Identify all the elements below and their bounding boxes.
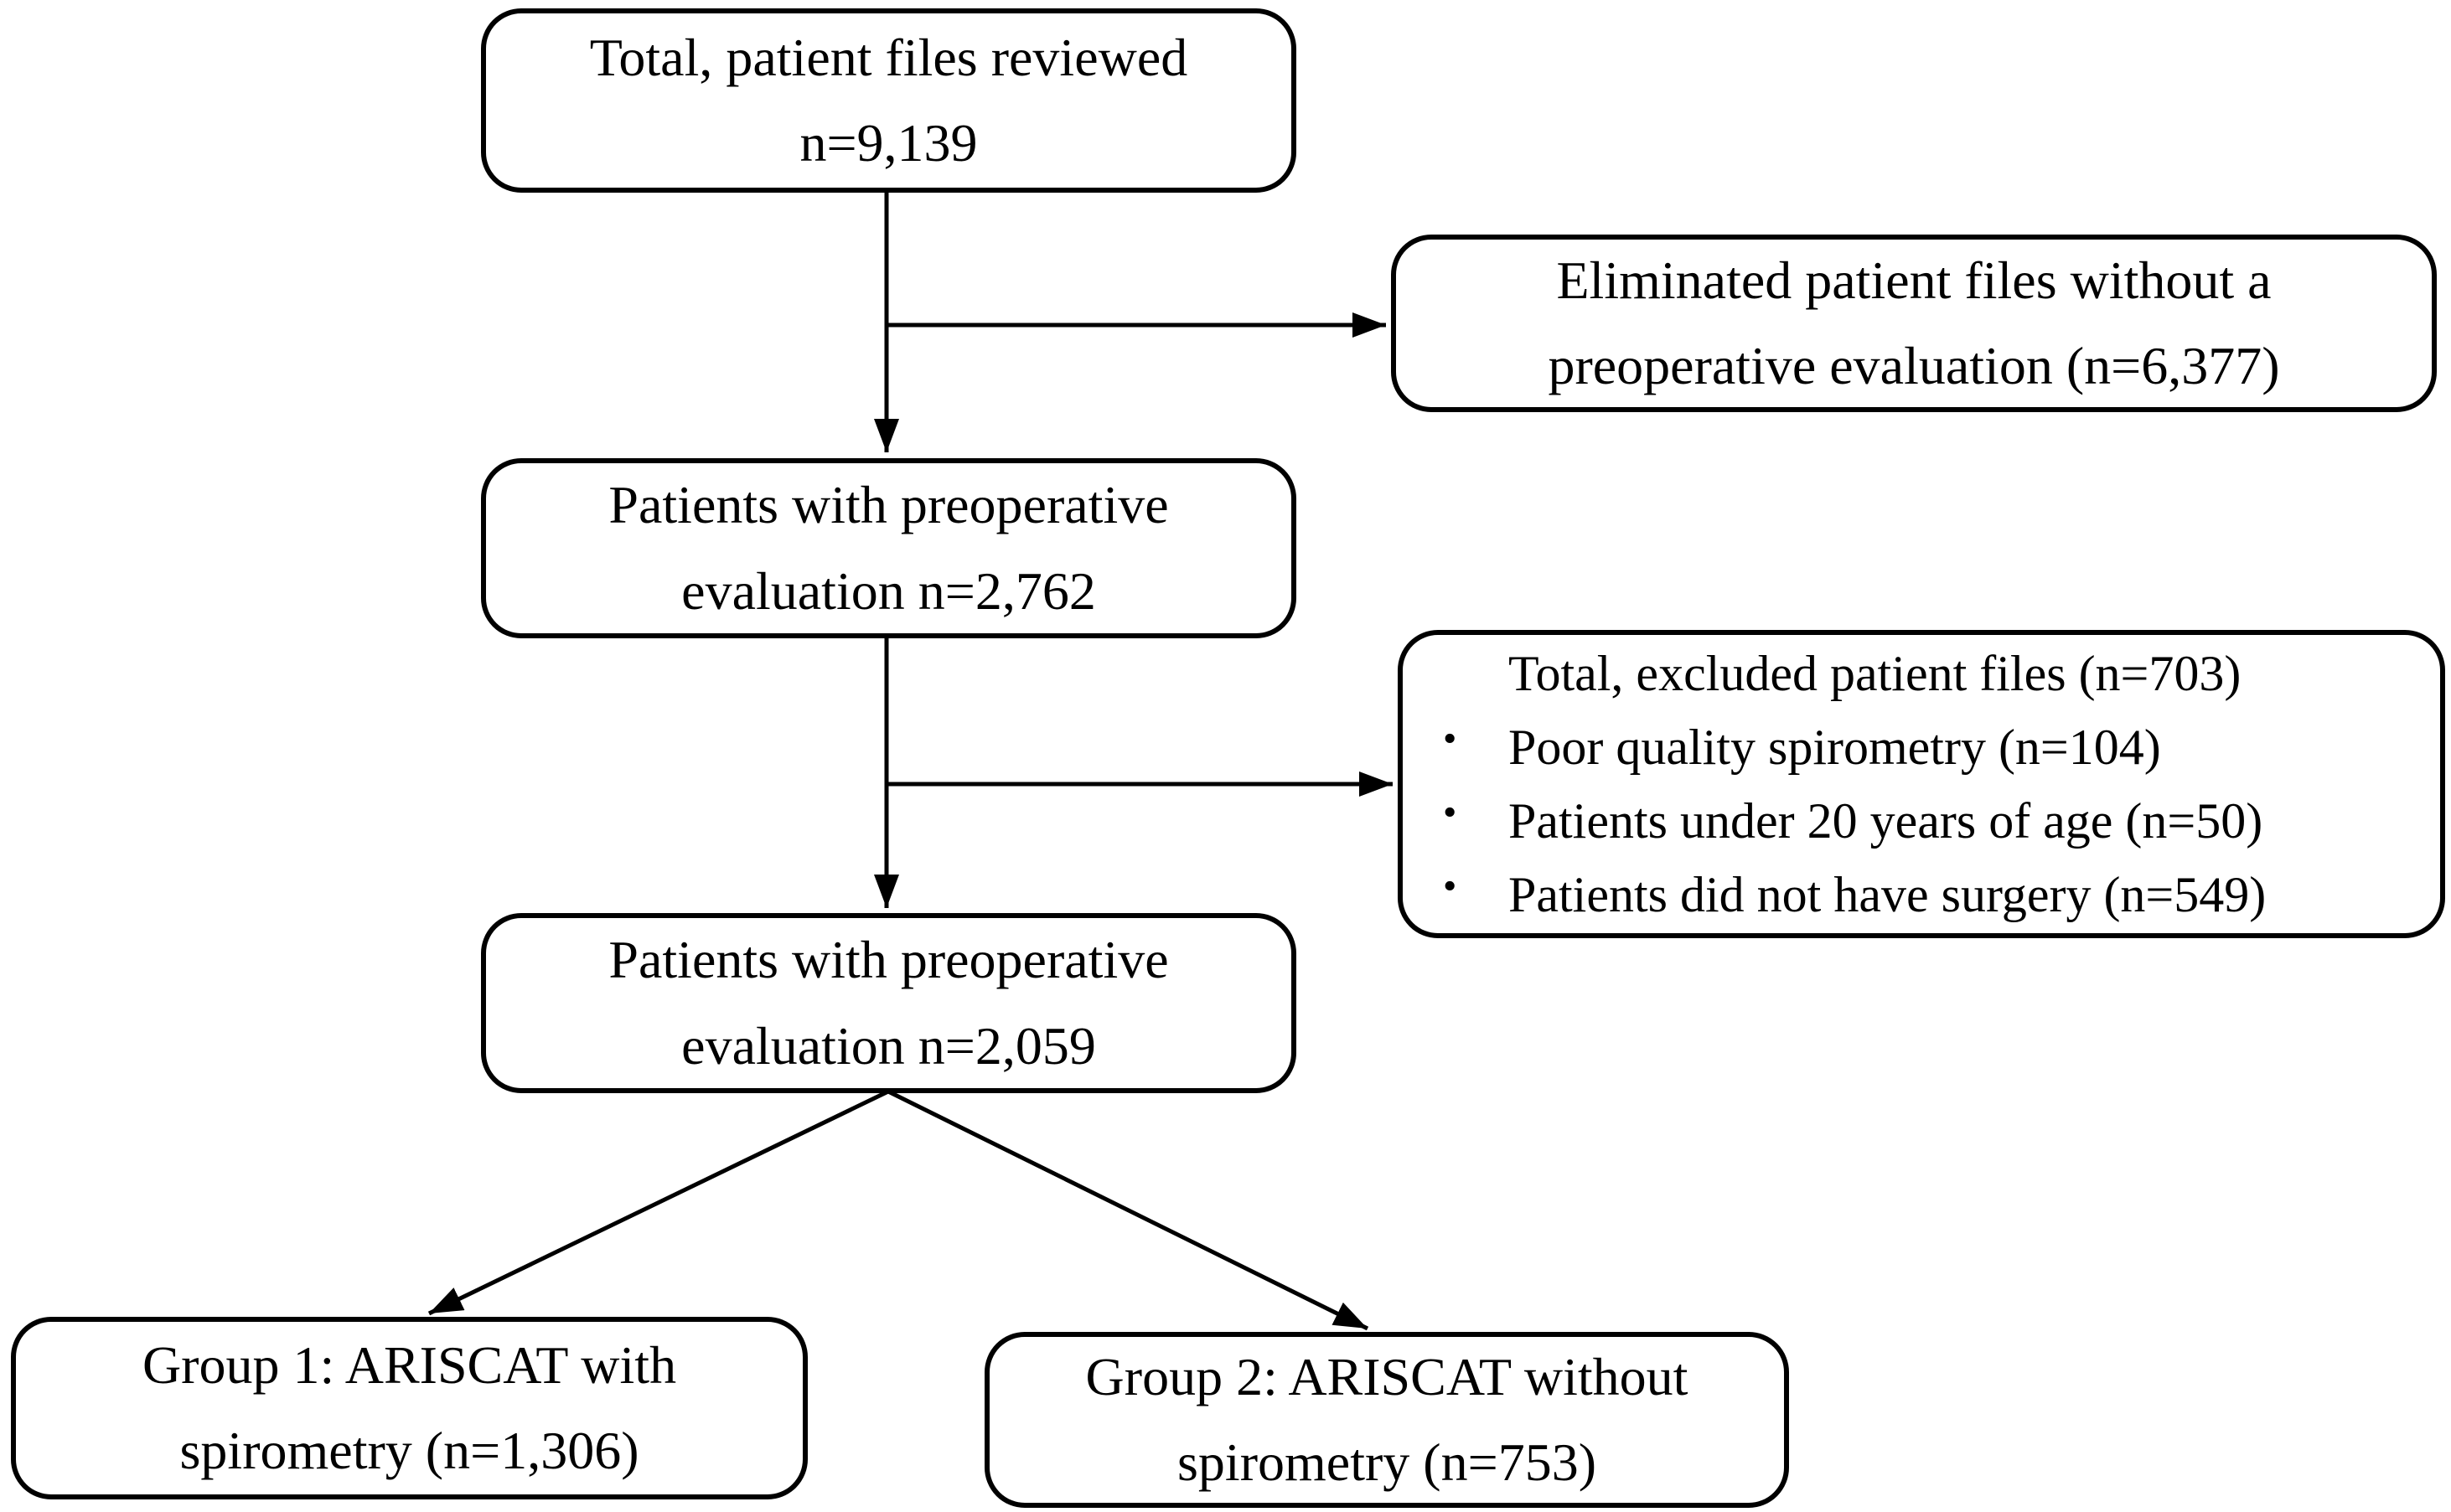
box-total-count: n=9,139	[799, 113, 978, 173]
box-excluded-title: Total, excluded patient files (n=703)	[1508, 645, 2242, 701]
excluded-reason-item: • Patients did not have surgery (n=549)	[1443, 858, 2415, 931]
bullet-icon: •	[1443, 864, 1457, 909]
box-eliminated-line2: preoperative evaluation (n=6,377)	[1548, 336, 2280, 395]
excluded-reason-2: Patients under 20 years of age (n=50)	[1508, 793, 2263, 849]
box-eliminated-line1: Eliminated patient files without a	[1556, 250, 2272, 310]
box-preop2059-line1: Patients with preoperative	[608, 930, 1169, 990]
box-group1-ariscat-with-spirometry: Group 1: ARISCAT with spirometry (n=1,30…	[11, 1317, 808, 1499]
box-preop-evaluation-2059: Patients with preoperative evaluation n=…	[481, 913, 1296, 1093]
box-total-patient-files: Total, patient files reviewed n=9,139	[481, 8, 1296, 193]
excluded-reasons-list: • Poor quality spirometry (n=104) • Pati…	[1403, 710, 2415, 932]
arrow-diagonal-to-group1	[427, 1089, 890, 1316]
box-preop-evaluation-2762: Patients with preoperative evaluation n=…	[481, 458, 1296, 638]
box-group1-line2: spirometry (n=1,306)	[179, 1421, 639, 1480]
excluded-reason-1: Poor quality spirometry (n=104)	[1508, 719, 2161, 775]
box-total-line1: Total, patient files reviewed	[589, 27, 1188, 87]
box-eliminated-files: Eliminated patient files without a preop…	[1391, 235, 2437, 412]
box-excluded-files: Total, excluded patient files (n=703) • …	[1398, 630, 2445, 938]
bullet-icon: •	[1443, 716, 1457, 761]
box-group1-line1: Group 1: ARISCAT with	[142, 1334, 677, 1395]
arrow-diagonal-to-group2	[887, 1089, 1369, 1331]
box-preop2762-line1: Patients with preoperative	[608, 475, 1169, 535]
excluded-reason-item: • Poor quality spirometry (n=104)	[1443, 710, 2415, 784]
box-group2-line1: Group 2: ARISCAT without	[1085, 1346, 1688, 1406]
box-preop2059-line2: evaluation n=2,059	[681, 1015, 1096, 1076]
excluded-reason-item: • Patients under 20 years of age (n=50)	[1443, 784, 2415, 858]
excluded-reason-3: Patients did not have surgery (n=549)	[1508, 867, 2267, 923]
box-group2-ariscat-without-spirometry: Group 2: ARISCAT without spirometry (n=7…	[985, 1332, 1789, 1508]
box-group2-line2: spirometry (n=753)	[1177, 1432, 1596, 1492]
box-preop2762-line2: evaluation n=2,762	[681, 560, 1096, 621]
bullet-icon: •	[1443, 791, 1457, 834]
